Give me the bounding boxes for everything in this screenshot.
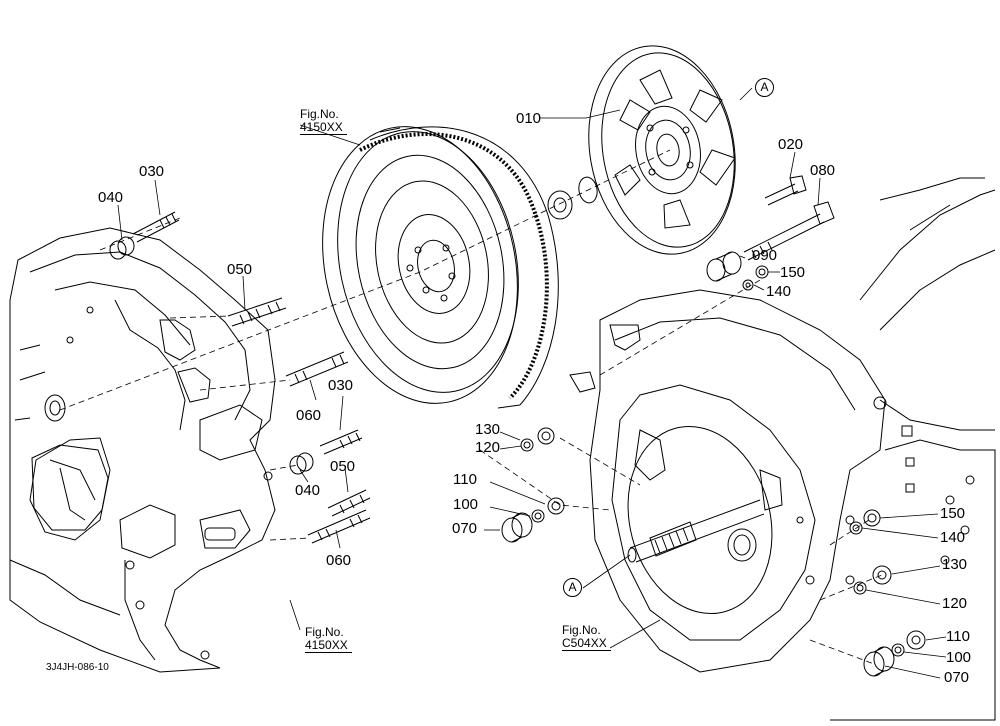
part-label: 110 (453, 471, 477, 488)
input-shaft (627, 499, 765, 563)
part-label: 090 (752, 247, 778, 264)
flywheel (322, 126, 559, 409)
fig-ref-label: Fig.No. (562, 623, 601, 637)
right-housing (569, 177, 996, 721)
part-label: 100 (453, 496, 479, 513)
part-label: 120 (942, 595, 968, 612)
part-label: 050 (227, 261, 253, 278)
part-label: 140 (940, 529, 966, 546)
part-label: 130 (942, 556, 968, 573)
part-label: 030 (328, 377, 354, 394)
part-label: 060 (326, 552, 352, 569)
leader-lines (117, 87, 947, 679)
part-label: 040 (98, 189, 124, 206)
fig-ref-number: C504XX (562, 637, 611, 651)
fasteners (109, 175, 926, 677)
part-label: 120 (475, 439, 501, 456)
flex-plate (547, 45, 736, 255)
fig-ref-top: Fig.No. 4150XX (300, 108, 347, 135)
part-label: 150 (940, 505, 966, 522)
fig-ref-number: 4150XX (300, 121, 347, 135)
drawing-code: 3J4JH-086-10 (46, 662, 109, 673)
part-label: 020 (778, 136, 804, 153)
part-label: 080 (810, 162, 836, 179)
centerlines (59, 149, 883, 665)
part-label: 110 (946, 628, 970, 645)
part-label: 040 (295, 482, 321, 499)
fig-ref-label: Fig.No. (300, 107, 339, 121)
fig-ref-number: 4150XX (305, 639, 352, 653)
left-housing (9, 227, 276, 673)
part-label: 100 (946, 649, 972, 666)
part-label: 030 (139, 163, 165, 180)
part-label: 070 (944, 669, 970, 686)
fig-ref-label: Fig.No. (305, 625, 344, 639)
callout-a-top: A (755, 78, 774, 97)
part-label: 070 (452, 520, 478, 537)
part-label: 050 (330, 458, 356, 475)
part-label: 140 (766, 283, 792, 300)
part-label: 010 (516, 110, 542, 127)
part-label: 130 (475, 421, 501, 438)
part-label: 060 (296, 407, 322, 424)
fig-ref-bottom-left: Fig.No. 4150XX (305, 626, 352, 653)
part-label: 150 (780, 264, 806, 281)
fig-ref-bottom-right: Fig.No. C504XX (562, 624, 611, 651)
callout-a-bottom: A (563, 578, 582, 597)
